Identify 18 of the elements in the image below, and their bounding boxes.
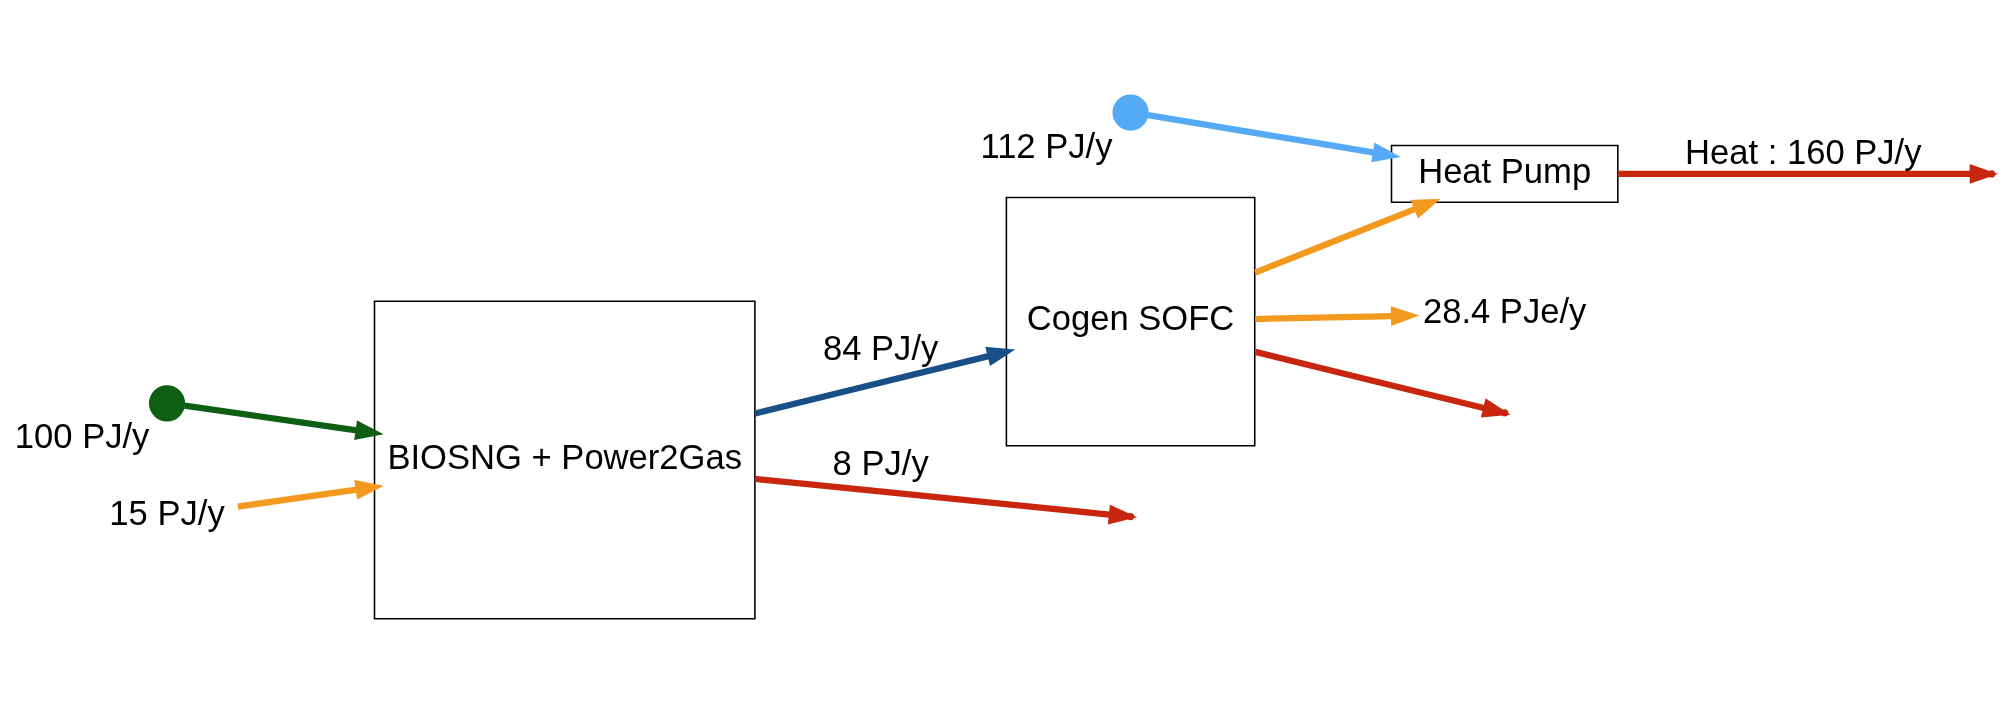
node-circle [148, 384, 186, 421]
arrow [1147, 111, 1401, 162]
node-label: 112 PJ/y [980, 126, 1113, 165]
arrow [237, 479, 384, 510]
arrow [184, 402, 384, 440]
node-box: Cogen SOFC [1005, 196, 1256, 447]
edge-label: 8 PJ/y [832, 443, 929, 482]
edge-label: 84 PJ/y [822, 328, 939, 367]
node-text: 28.4 PJe/y [1422, 291, 1587, 330]
node-label: 100 PJ/y [14, 416, 150, 455]
edge-label: Heat : 160 PJ/y [1685, 132, 1922, 171]
node-box: Heat Pump [1390, 144, 1619, 203]
node-circle [1112, 94, 1149, 131]
node-box: BIOSNG + Power2Gas [373, 299, 756, 619]
arrow [1255, 305, 1420, 326]
node-text: 15 PJ/y [109, 493, 225, 532]
arrow [754, 346, 1016, 417]
arrow [1254, 198, 1441, 276]
